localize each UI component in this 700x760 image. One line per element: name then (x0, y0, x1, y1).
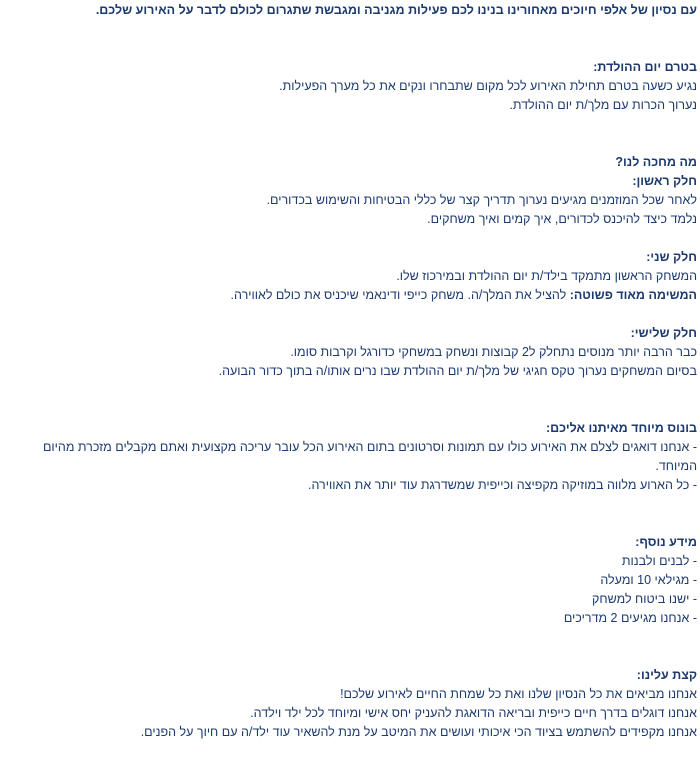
part-heading: חלק ראשון: (632, 174, 697, 188)
paragraph-line: נערוך הכרות עם מלך/ת יום ההולדת. (509, 98, 697, 112)
section-heading: מידע נוסף: (635, 535, 697, 549)
section-before: בטרם יום ההולדת: נגיע כשעה בטרם תחילת הא… (19, 58, 697, 115)
paragraph-line: לאחר שכל המוזמנים מגיעים נערוך תדריך קצר… (266, 193, 697, 207)
list-item: - מגילאי 10 ומעלה (600, 573, 697, 587)
paragraph-line: - כל הארוע מלווה במוזיקה מקפיצה וכייפית … (308, 478, 697, 492)
section-more-info: מידע נוסף: - לבנים ולבנות - מגילאי 10 ומ… (19, 533, 697, 628)
section-bonus: בונוס מיוחד מאיתנו אליכם: - אנחנו דואגים… (19, 419, 697, 495)
list-item: - לבנים ולבנות (621, 554, 697, 568)
paragraph-line: המשימה מאוד פשוטה: להציל את המלך/ה. משחק… (19, 286, 697, 305)
part-heading: חלק שני: (646, 250, 697, 264)
paragraph-text: להציל את המלך/ה. משחק כייפי ודינאמי שיכנ… (230, 288, 570, 302)
paragraph-line: בסיום המשחקים נערוך טקס חגיגי של מלך/ת י… (218, 364, 697, 378)
paragraph-line: כבר הרבה יותר מנוסים נתחלק ל2 קבוצות ונש… (290, 345, 697, 359)
paragraph-line: אנחנו מקפידים להשתמש בציוד הכי איכותי וע… (140, 725, 697, 739)
paragraph-line: אנחנו מביאים את כל הנסיון שלנו ואת כל שמ… (340, 687, 697, 701)
section-heading: בטרם יום ההולדת: (593, 60, 697, 74)
part-heading: חלק שלישי: (630, 326, 697, 340)
event-description: עם נסיון של אלפי חיוכים מאחורינו בנינו ל… (19, 1, 697, 742)
section-what-awaits: מה מחכה לנו? חלק ראשון: לאחר שכל המוזמני… (19, 153, 697, 381)
section-heading: בונוס מיוחד מאיתנו אליכם: (545, 421, 697, 435)
paragraph-line: - אנחנו דואגים לצלם את האירוע כולו עם תמ… (42, 440, 697, 473)
section-heading: מה מחכה לנו? (615, 155, 697, 169)
emphasis-text: המשימה מאוד פשוטה: (569, 288, 697, 302)
paragraph-line: המשחק הראשון מתמקד בילד/ת יום ההולדת ובמ… (396, 269, 697, 283)
list-item: - ישנו ביטוח למשחק (592, 592, 697, 606)
intro-text: עם נסיון של אלפי חיוכים מאחורינו בנינו ל… (95, 3, 697, 17)
paragraph-line: נגיע כשעה בטרם תחילת האירוע לכל מקום שתב… (279, 79, 697, 93)
paragraph-line: נלמד כיצד להיכנס לכדורים, איך קמים ואיך … (427, 212, 697, 226)
list-item: - אנחנו מגיעים 2 מדריכים (563, 611, 697, 625)
section-about-us: קצת עלינו: אנחנו מביאים את כל הנסיון שלנ… (19, 666, 697, 742)
paragraph-line: אנחנו דוגלים בדרך חיים כייפית ובריאה הדו… (250, 706, 697, 720)
section-heading: קצת עלינו: (636, 668, 697, 682)
